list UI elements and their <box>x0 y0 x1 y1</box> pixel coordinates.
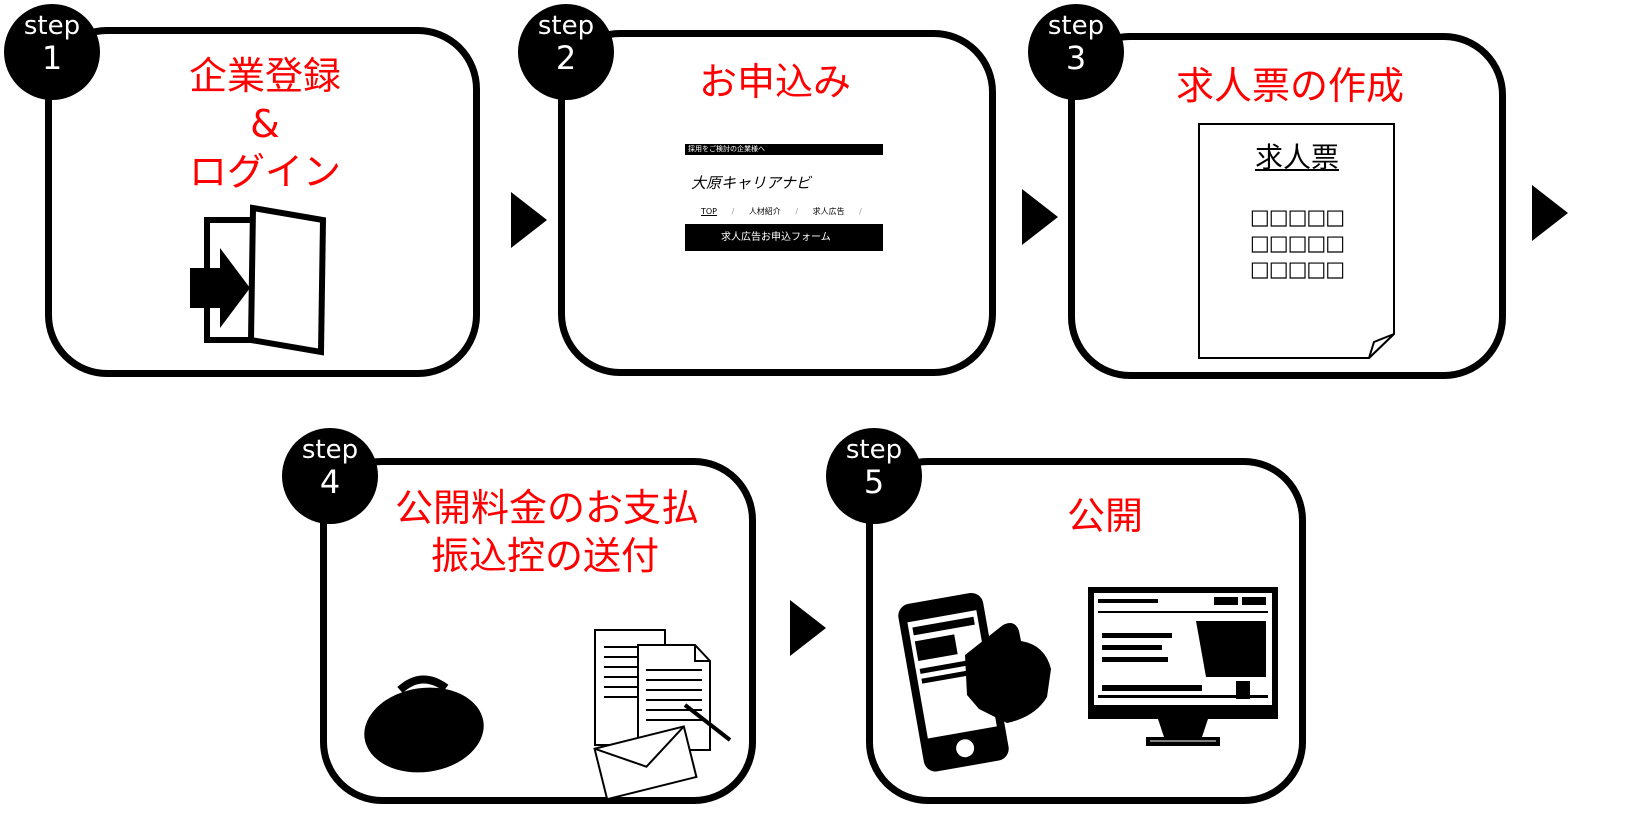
documents-envelope-icon <box>593 629 732 801</box>
application-form-screenshot: 採用をご検討の企業様へ 大原キャリアナビ TOP / 人材紹介 / 求人広告 /… <box>685 144 883 264</box>
nav-sep: / <box>731 207 735 216</box>
smartphone-hand-icon <box>898 592 1051 772</box>
form-button[interactable]: 求人広告お申込フォーム <box>685 224 883 251</box>
step-word: step <box>845 435 903 465</box>
arrow-4-to-5 <box>790 600 826 656</box>
step-2-badge: step 2 <box>518 4 614 100</box>
step-5-title: 公開 <box>1066 494 1143 538</box>
step-4-title: 公開料金のお支払 振込控の送付 <box>395 486 700 578</box>
step-2-title: お申込み <box>698 60 851 104</box>
nav-top[interactable]: TOP <box>701 207 718 216</box>
arrow-2-to-3 <box>1022 189 1058 245</box>
step-word: step <box>23 11 81 41</box>
step-word: step <box>1047 11 1105 41</box>
step-2-box <box>558 30 996 376</box>
step-3-title: 求人票の作成 <box>1175 64 1404 108</box>
arrow-3-to-next <box>1532 185 1568 241</box>
job-sheet-rows: □□□□□ □□□□□ □□□□□ <box>1197 204 1397 282</box>
nav-sep: / <box>859 207 862 216</box>
step-1-title: 企業登録 & ログイン <box>188 54 341 194</box>
step-1-badge: step 1 <box>4 4 100 100</box>
nav-sep: / <box>795 207 799 216</box>
step-5-badge: step 5 <box>826 428 922 524</box>
step-number: 5 <box>863 463 885 501</box>
login-door-icon <box>190 204 327 356</box>
form-logo: 大原キャリアナビ <box>691 174 811 192</box>
step-number: 2 <box>555 39 577 77</box>
step-word: step <box>537 11 595 41</box>
nav-job-ads[interactable]: 求人広告 <box>812 207 845 216</box>
step-number: 4 <box>319 463 341 501</box>
step-number: 3 <box>1065 39 1087 77</box>
form-top-bar: 採用をご検討の企業様へ <box>685 144 883 155</box>
coin-purse-icon <box>364 675 484 773</box>
nav-staffing[interactable]: 人材紹介 <box>748 207 781 216</box>
step-number: 1 <box>41 39 63 77</box>
job-sheet-row: □□□□□ <box>1249 257 1345 281</box>
desktop-monitor-icon <box>1088 587 1278 746</box>
job-sheet-row: □□□□□ <box>1249 205 1345 229</box>
step-word: step <box>301 435 359 465</box>
job-sheet-row: □□□□□ <box>1249 231 1345 255</box>
job-sheet-heading: 求人票 <box>1254 141 1339 174</box>
step-3-badge: step 3 <box>1028 4 1124 100</box>
form-nav: TOP / 人材紹介 / 求人広告 / <box>701 206 874 217</box>
step-4-badge: step 4 <box>282 428 378 524</box>
job-sheet-document <box>1198 123 1395 359</box>
arrow-1-to-2 <box>511 192 547 248</box>
